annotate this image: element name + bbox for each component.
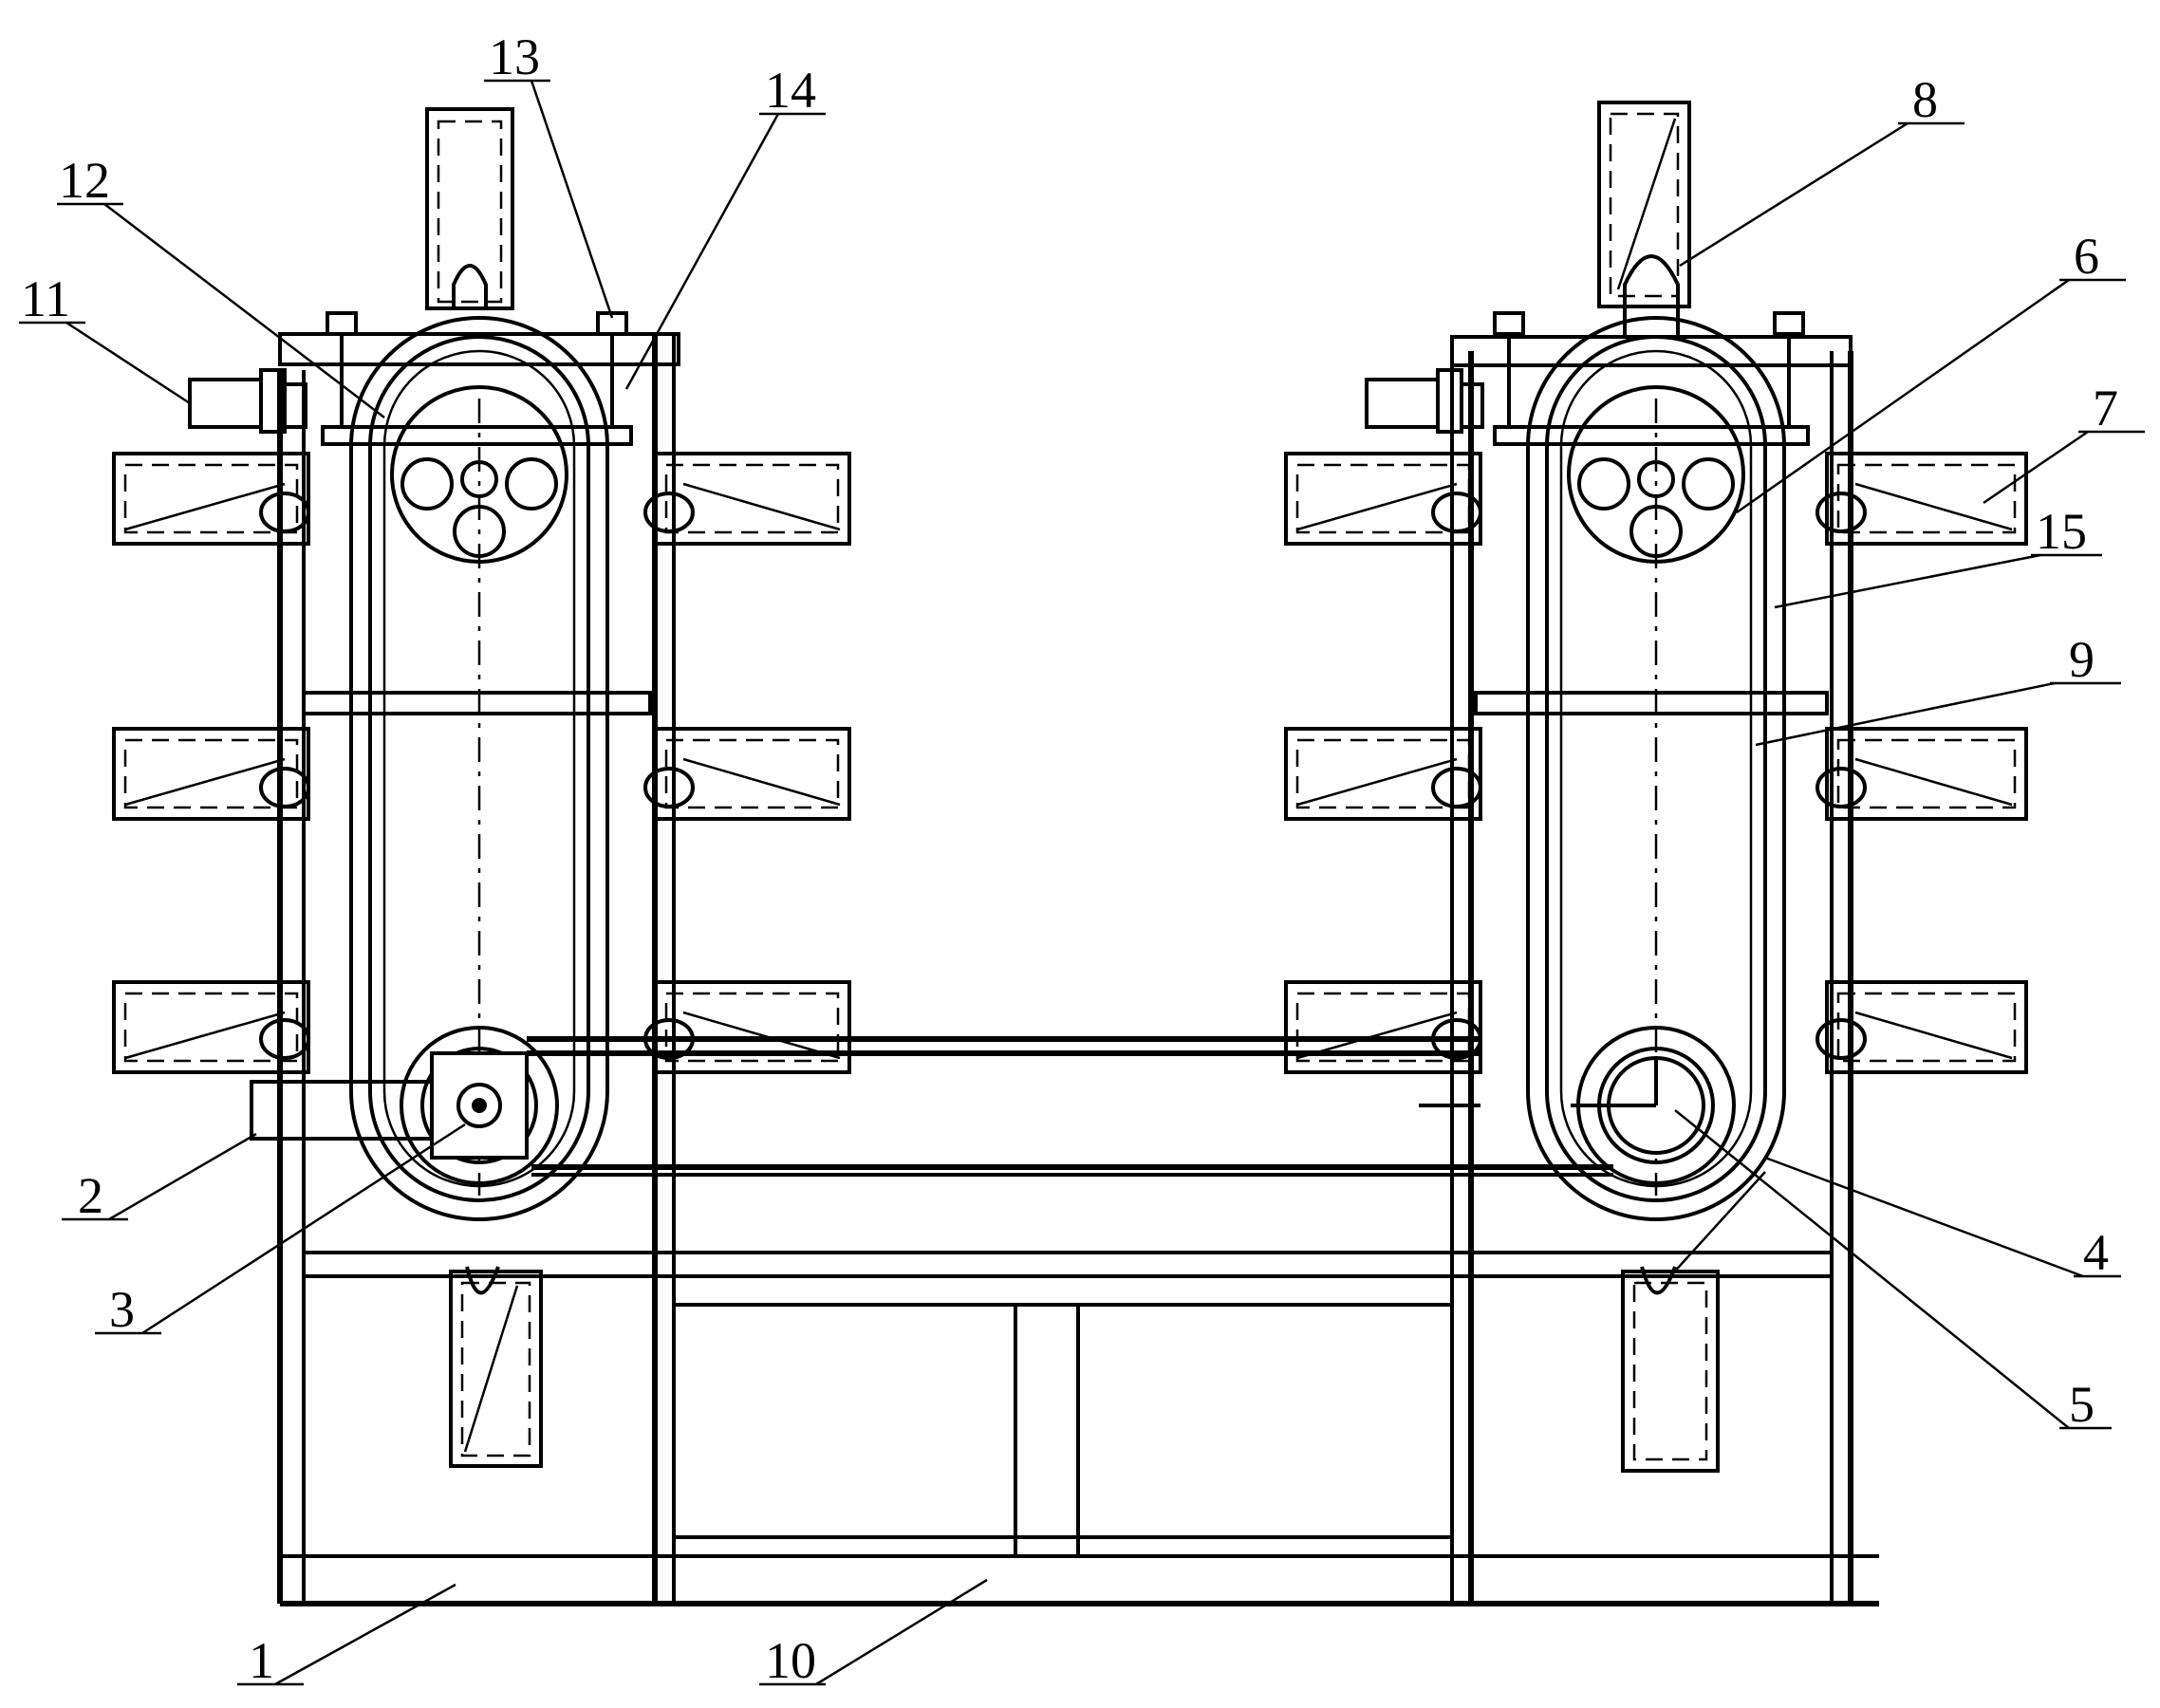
callout-2: 2 [78,1167,103,1224]
callout-6: 6 [2074,228,2099,285]
callout-3: 3 [109,1281,135,1338]
leader-lines [19,79,2145,1686]
right-lifting-unit [1284,101,2028,1604]
base-frame [280,1251,1879,1606]
connecting-shafts [527,1036,1613,1177]
left-lifting-unit [112,107,851,1604]
callout-7: 7 [2093,380,2118,436]
callout-9: 9 [2069,631,2095,688]
callout-10: 10 [765,1632,816,1689]
callout-1: 1 [249,1632,274,1689]
callout-15: 15 [2036,503,2087,560]
callout-labels: 1 2 3 4 5 6 7 8 9 10 11 12 13 14 15 [21,28,2118,1689]
callout-8: 8 [1912,71,1938,128]
callout-14: 14 [765,62,816,119]
callout-12: 12 [59,152,110,209]
callout-11: 11 [21,270,70,327]
callout-4: 4 [2083,1224,2109,1281]
callout-13: 13 [489,28,540,85]
callout-5: 5 [2069,1376,2095,1433]
